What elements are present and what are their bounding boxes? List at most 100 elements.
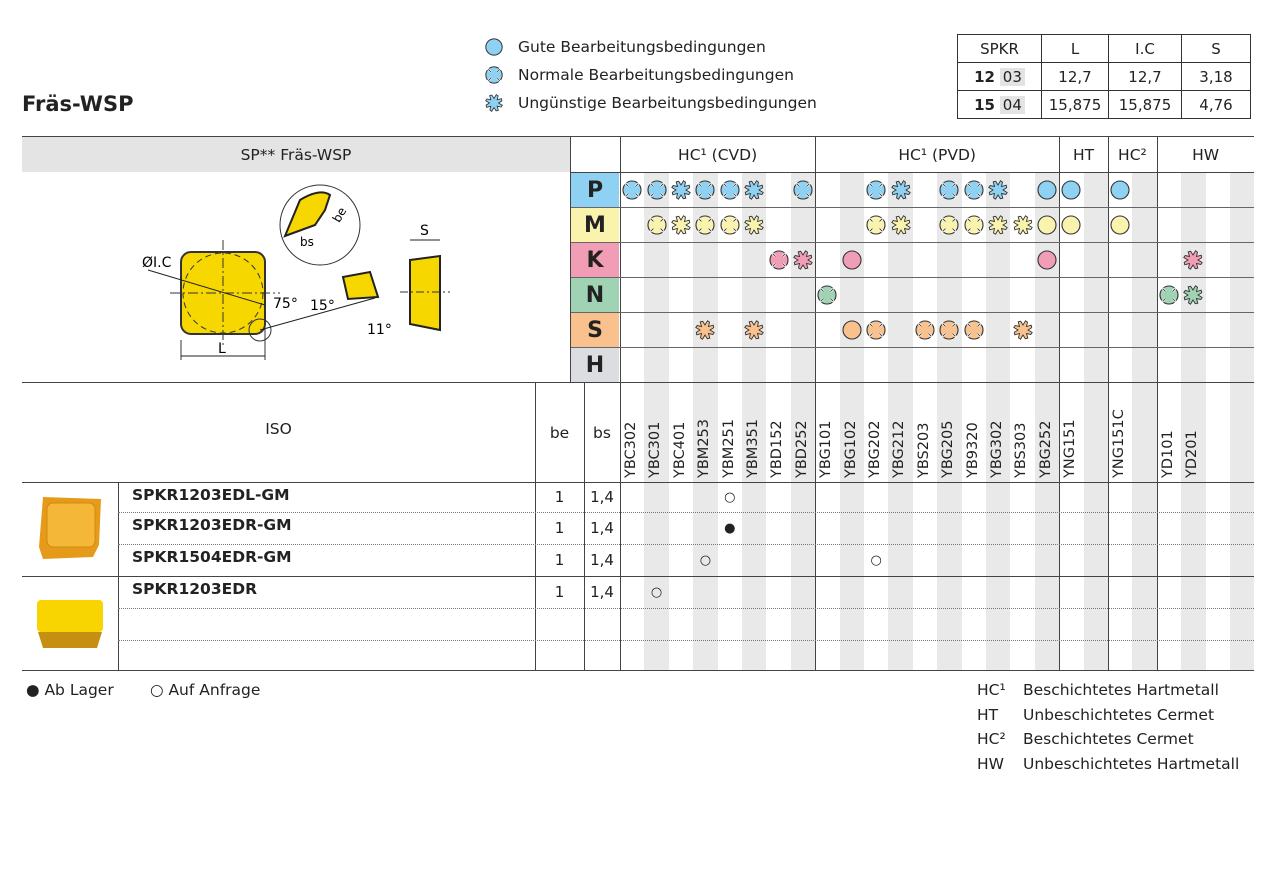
grade-name: YBS203 bbox=[915, 422, 932, 478]
column-shade bbox=[986, 172, 1011, 670]
grade-cell bbox=[962, 312, 986, 347]
divider bbox=[118, 482, 119, 670]
grade-name: YBG102 bbox=[842, 420, 859, 478]
group-divider bbox=[815, 137, 817, 670]
group-header-1: HC¹ (PVD) bbox=[898, 145, 976, 164]
grade-cell bbox=[1181, 277, 1205, 312]
row-divider bbox=[22, 670, 1255, 671]
dim-l: 15,875 bbox=[1041, 90, 1109, 119]
bs-value: 1,4 bbox=[590, 583, 614, 601]
grade-cell bbox=[693, 207, 717, 242]
normal-condition-icon bbox=[866, 179, 886, 200]
grade-cell bbox=[620, 172, 644, 207]
grade-cell bbox=[1035, 242, 1059, 277]
row-dotted-divider bbox=[118, 608, 1255, 609]
normal-condition-icon bbox=[964, 179, 984, 200]
row-divider bbox=[570, 172, 1255, 173]
page-title: Fräs-WSP bbox=[22, 92, 134, 116]
grade-name: YBG202 bbox=[867, 420, 883, 478]
abbrev-value: Unbeschichtetes Hartmetall bbox=[1023, 754, 1240, 773]
on-request-mark: ○ bbox=[870, 552, 882, 568]
group-header-3: HC² bbox=[1118, 145, 1147, 164]
table-head-label: SP** Fräs-WSP bbox=[22, 137, 570, 172]
abbrev-value: Beschichtetes Hartmetall bbox=[1023, 681, 1219, 699]
s-label: S bbox=[420, 223, 429, 239]
group-header-2: HT bbox=[1073, 145, 1095, 164]
row-dotted-divider bbox=[118, 640, 1255, 641]
grade-name: YBM253 bbox=[696, 419, 713, 478]
column-shade bbox=[937, 172, 962, 670]
dim-ic: 15,875 bbox=[1108, 90, 1182, 119]
grade-cell bbox=[693, 172, 717, 207]
grade-cell bbox=[791, 242, 815, 277]
row-dotted-divider bbox=[118, 544, 1255, 545]
unfavorable-condition-icon bbox=[1183, 284, 1204, 305]
group-divider bbox=[1108, 137, 1109, 670]
normal-condition-icon bbox=[939, 179, 959, 200]
grade-cell bbox=[840, 312, 864, 347]
unfavorable-condition-icon bbox=[890, 179, 911, 200]
material-divider bbox=[570, 347, 1255, 348]
be-value bbox=[535, 608, 584, 640]
group-divider bbox=[1156, 137, 1158, 670]
grade-name: YNG151C bbox=[1111, 409, 1127, 478]
on-request-mark: ○ bbox=[724, 489, 736, 505]
grade-cell bbox=[669, 172, 693, 207]
bs-header: bs bbox=[593, 424, 611, 442]
grade-cell bbox=[1010, 312, 1034, 347]
material-N: N bbox=[571, 278, 619, 312]
grade-cell bbox=[937, 207, 961, 242]
grade-cell bbox=[1108, 172, 1132, 207]
row-divider bbox=[22, 136, 1255, 137]
grade-cell bbox=[644, 207, 668, 242]
grade-name: YBC301 bbox=[647, 421, 664, 478]
grade-cell bbox=[1035, 207, 1059, 242]
angle-15: 15° bbox=[310, 298, 335, 314]
unfavorable-condition-icon bbox=[1183, 249, 1204, 270]
angle-11: 11° bbox=[367, 322, 392, 338]
be-header: be bbox=[549, 424, 570, 442]
dim-l: 12,7 bbox=[1041, 62, 1109, 91]
bs-value bbox=[584, 640, 620, 670]
grade-cell bbox=[986, 172, 1010, 207]
bs-label: bs bbox=[300, 235, 314, 249]
bs-value: 1,4 bbox=[590, 551, 614, 569]
normal-condition-icon bbox=[647, 179, 667, 200]
normal-condition-icon bbox=[915, 319, 935, 340]
normal-condition-icon bbox=[769, 249, 789, 270]
grade-cell bbox=[742, 172, 766, 207]
be-value bbox=[535, 640, 584, 670]
be-label: be bbox=[330, 205, 350, 225]
bs-value bbox=[584, 608, 620, 640]
grade-cell bbox=[864, 312, 888, 347]
normal-condition-icon bbox=[720, 214, 740, 235]
abbrev-key: HW bbox=[977, 754, 1004, 773]
divider bbox=[584, 382, 585, 670]
normal-condition-icon bbox=[647, 214, 667, 235]
grade-cell bbox=[718, 172, 742, 207]
divider bbox=[535, 382, 536, 670]
legend-label: Ungünstige Bearbeitungsbedingungen bbox=[518, 94, 817, 112]
normal-condition-icon bbox=[695, 179, 715, 200]
legend-label: Gute Bearbeitungsbedingungen bbox=[518, 38, 766, 56]
column-shade bbox=[742, 172, 767, 670]
be-value: 1 bbox=[554, 583, 565, 601]
insert-diagram: ØI.C L S bs be 75° 15° 11° bbox=[142, 184, 450, 360]
iso-code: SPKR1504EDR-GM bbox=[132, 548, 292, 566]
unfavorable-condition-icon bbox=[1012, 319, 1033, 340]
unfavorable-condition-icon bbox=[744, 179, 765, 200]
row-divider bbox=[22, 382, 1255, 383]
grade-cell bbox=[815, 277, 839, 312]
iso-code: SPKR1203EDR-GM bbox=[132, 516, 292, 534]
grade-cell bbox=[962, 172, 986, 207]
grade-cell bbox=[864, 207, 888, 242]
legend-stock: ● Ab Lager bbox=[26, 681, 114, 699]
material-S: S bbox=[571, 313, 619, 347]
grade-cell bbox=[644, 172, 668, 207]
grade-cell bbox=[888, 172, 912, 207]
be-value: 1 bbox=[554, 551, 565, 569]
grade-name: YBM251 bbox=[720, 419, 737, 478]
ic-label: ØI.C bbox=[142, 255, 172, 271]
material-P: P bbox=[571, 173, 619, 207]
